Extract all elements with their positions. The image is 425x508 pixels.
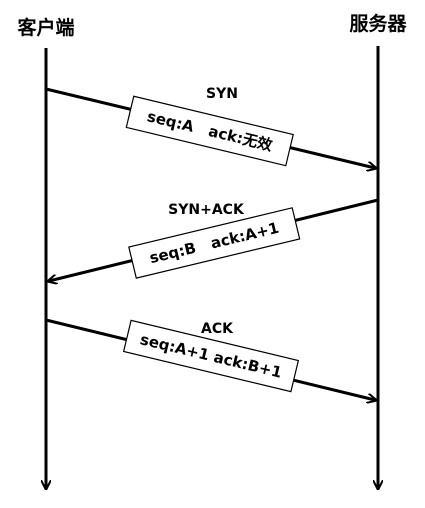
server-label: 服务器 [349, 12, 407, 35]
syn-ack-label-box [128, 207, 301, 279]
client-label: 客户端 [17, 16, 74, 39]
message-syn: SYN seq:A ack:无效 [45, 86, 375, 168]
message-syn-ack: SYN+ACK seq:B ack:A+1 [49, 198, 379, 281]
message-ack: ACK seq:A+1 ack:B+1 [45, 318, 375, 400]
ack-name: ACK [201, 321, 234, 337]
syn-label-box [125, 95, 294, 167]
ack-label-box [122, 319, 300, 393]
syn-name: SYN [206, 86, 238, 102]
syn-ack-name: SYN+ACK [168, 202, 245, 218]
